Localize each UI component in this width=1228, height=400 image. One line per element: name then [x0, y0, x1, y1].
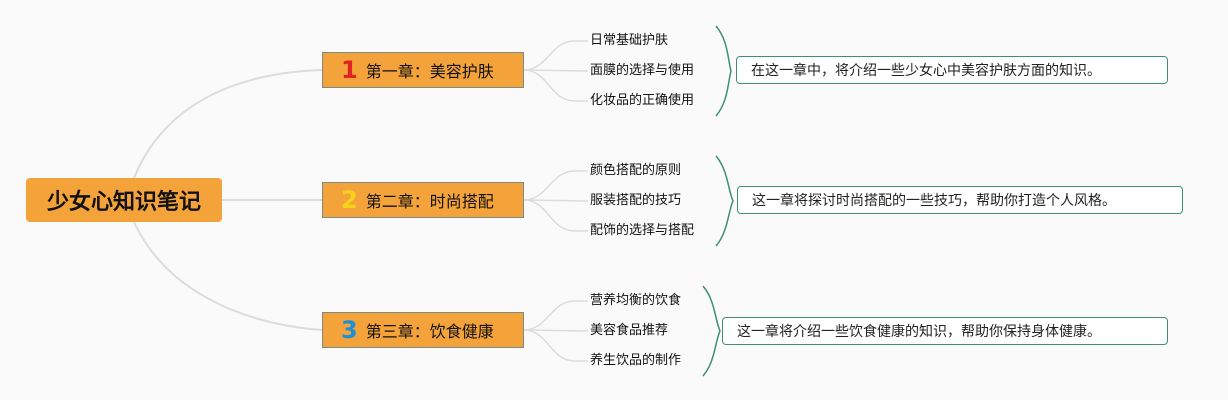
chapter-number-1: 1 — [341, 56, 358, 84]
chapter-1-to-topic-1 — [523, 40, 588, 71]
root-title: 少女心知识笔记 — [46, 190, 201, 215]
topic-2-2[interactable]: 服装搭配的技巧 — [590, 193, 682, 208]
chapter-3-to-topic-1 — [523, 300, 588, 331]
chapter-node-2[interactable]: 2 第二章：时尚搭配 — [322, 182, 524, 218]
chapter-3-to-topic-3 — [523, 329, 588, 362]
chapter-title-1: 第一章：美容护肤 — [365, 62, 494, 81]
root-to-chapter-3 — [133, 221, 323, 331]
topic-1-1[interactable]: 日常基础护肤 — [590, 33, 669, 48]
topic-1-2[interactable]: 面膜的选择与使用 — [590, 63, 695, 78]
chapter-3-to-topic-2 — [523, 329, 589, 332]
chapter-2-to-topic-3 — [523, 199, 588, 232]
topic-2-1[interactable]: 颜色搭配的原则 — [590, 163, 682, 178]
summary-1[interactable]: 在这一章中，将介绍一些少女心中美容护肤方面的知识。 — [736, 56, 1168, 84]
topic-3-1[interactable]: 营养均衡的饮食 — [590, 293, 682, 308]
chapter-1-to-topic-2 — [523, 69, 589, 72]
summary-text-2: 这一章将探讨时尚搭配的一些技巧，帮助你打造个人风格。 — [752, 193, 1116, 209]
chapter-number-3: 3 — [341, 316, 358, 344]
root-to-chapter-1 — [133, 69, 323, 179]
chapter-node-3[interactable]: 3 第三章：饮食健康 — [322, 312, 524, 348]
summary-brace-2 — [715, 155, 734, 247]
topic-3-2[interactable]: 美容食品推荐 — [590, 323, 669, 338]
summary-text-3: 这一章将介绍一些饮食健康的知识，帮助你保持身体健康。 — [737, 324, 1101, 340]
chapter-title-3: 第三章：饮食健康 — [365, 322, 494, 341]
summary-brace-3 — [702, 285, 721, 377]
chapter-number-2: 2 — [341, 186, 358, 214]
chapter-title-2: 第二章：时尚搭配 — [365, 192, 494, 211]
topic-2-3[interactable]: 配饰的选择与搭配 — [590, 223, 695, 238]
summary-brace-1 — [715, 25, 732, 117]
chapter-1-to-topic-3 — [523, 69, 588, 102]
root-node[interactable]: 少女心知识笔记 — [26, 178, 222, 222]
summary-text-1: 在这一章中，将介绍一些少女心中美容护肤方面的知识。 — [751, 63, 1101, 79]
summary-3[interactable]: 这一章将介绍一些饮食健康的知识，帮助你保持身体健康。 — [722, 317, 1168, 345]
chapter-2-to-topic-2 — [523, 199, 589, 202]
chapter-2-to-topic-1 — [523, 170, 588, 201]
summary-2[interactable]: 这一章将探讨时尚搭配的一些技巧，帮助你打造个人风格。 — [737, 186, 1183, 214]
topic-1-3[interactable]: 化妆品的正确使用 — [590, 93, 695, 108]
topic-3-3[interactable]: 养生饮品的制作 — [590, 353, 682, 368]
chapter-node-1[interactable]: 1 第一章：美容护肤 — [322, 52, 524, 88]
